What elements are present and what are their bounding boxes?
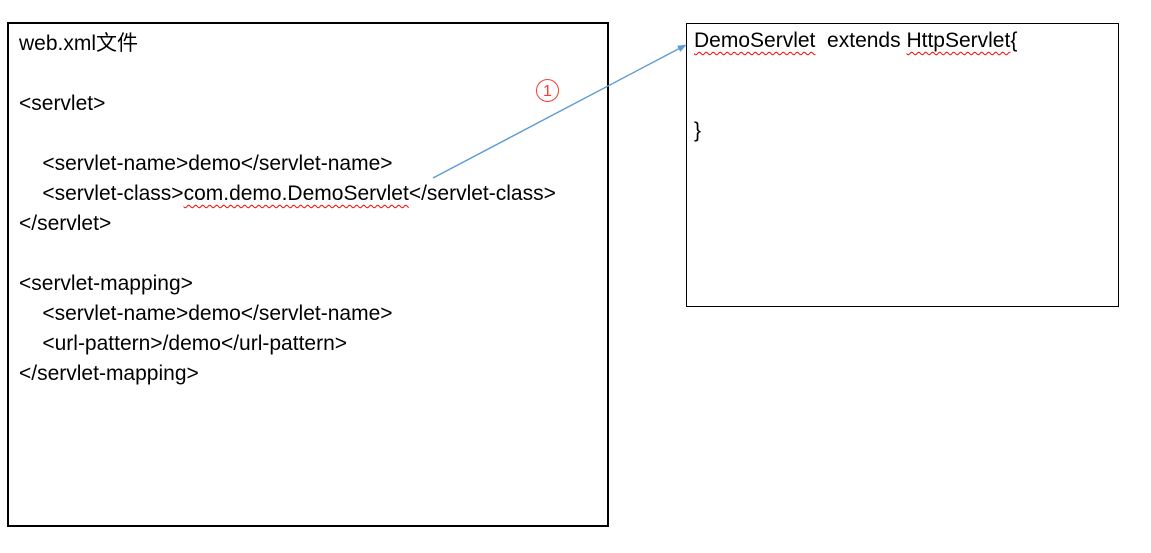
- xml-servlet-class-value: com.demo.DemoServlet: [183, 182, 409, 205]
- xml-servlet-class-close-tag: </servlet-class>: [408, 182, 556, 205]
- java-open-brace: {: [1010, 29, 1018, 52]
- xml-servlet-mapping-close: </servlet-mapping>: [19, 362, 199, 385]
- webxml-box: web.xml文件 <servlet> <servlet-name>demo</…: [7, 22, 609, 527]
- java-extends-keyword: extends: [815, 29, 907, 52]
- spacer: [19, 59, 601, 89]
- spacer: [694, 56, 1114, 86]
- spacer: [19, 239, 601, 269]
- java-superclass-name: HttpServlet: [906, 29, 1011, 52]
- xml-mapping-servlet-name: <servlet-name>demo</servlet-name>: [19, 302, 393, 325]
- xml-servlet-open: <servlet>: [19, 92, 106, 115]
- java-class-box: DemoServlet extends HttpServlet{ }: [686, 23, 1119, 307]
- circled-1-annotation: 1: [536, 79, 559, 102]
- xml-servlet-mapping-open: <servlet-mapping>: [19, 272, 193, 295]
- xml-servlet-class: <servlet-class>com.demo.DemoServlet</ser…: [19, 179, 601, 209]
- java-close-brace: }: [694, 119, 702, 142]
- xml-servlet-name: <servlet-name>demo</servlet-name>: [19, 152, 393, 175]
- xml-servlet-class-open-tag: <servlet-class>: [19, 182, 184, 205]
- spacer: [694, 86, 1114, 116]
- xml-servlet-close: </servlet>: [19, 212, 112, 235]
- spacer: [19, 119, 601, 149]
- java-class-declaration: DemoServlet extends HttpServlet{: [694, 26, 1114, 56]
- xml-url-pattern: <url-pattern>/demo</url-pattern>: [19, 332, 348, 355]
- webxml-box-title: web.xml文件: [19, 32, 139, 55]
- java-class-name: DemoServlet: [694, 29, 816, 52]
